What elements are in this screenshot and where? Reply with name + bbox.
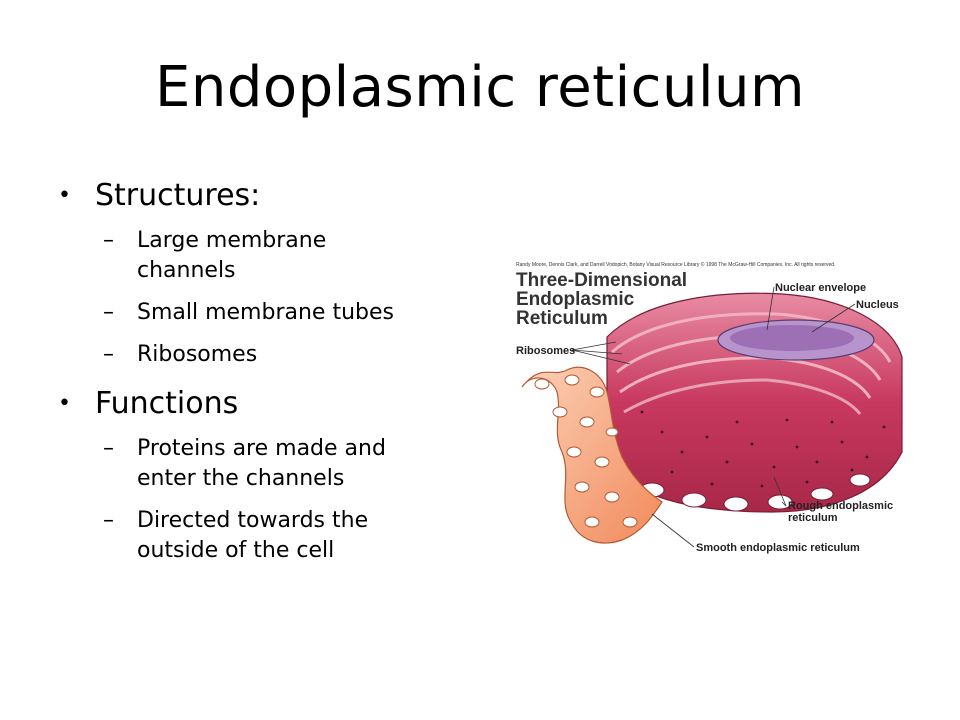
sub-bullet-dash: –: [103, 342, 114, 367]
section-functions: • Functions – Proteins are made and ente…: [58, 384, 458, 566]
figure-title-line: Reticulum: [516, 308, 608, 329]
sub-bullet-line: outside of the cell: [137, 538, 335, 563]
leader-lines: [571, 286, 856, 548]
bullet-dot: •: [58, 183, 71, 208]
label-rough-er-line: Rough endoplasmic: [788, 500, 894, 512]
figure-title: Three-Dimensional Endoplasmic Reticulum: [516, 271, 756, 328]
sub-bullet-line: Proteins are made and: [137, 436, 386, 461]
sub-bullet-line: enter the channels: [137, 466, 345, 491]
bullet-heading: Structures:: [95, 178, 261, 213]
er-diagram-figure: Randy Moore, Dennis Clark, and Darrell V…: [512, 262, 908, 562]
bullet-structures: • Structures:: [58, 176, 458, 216]
label-rough-er-line: reticulum: [788, 512, 838, 524]
slide-title: Endoplasmic reticulum: [154, 55, 806, 120]
label-smooth-er: Smooth endoplasmic reticulum: [696, 542, 860, 554]
label-nuclear-envelope: Nuclear envelope: [775, 282, 867, 294]
sub-bullet-dash: –: [103, 300, 114, 325]
sub-bullet-line: Large membrane: [137, 228, 327, 253]
sub-bullet-dash: –: [103, 436, 114, 461]
sub-bullet-line: Small membrane tubes: [137, 300, 394, 325]
smooth-er: [521, 366, 663, 544]
er-illustration: [521, 286, 903, 548]
sub-bullet-line: Directed towards the: [137, 508, 369, 533]
figure-credit: Randy Moore, Dennis Clark, and Darrell V…: [516, 262, 836, 268]
bullet-heading: Functions: [95, 386, 239, 421]
figure-title-line: Endoplasmic: [516, 289, 635, 310]
sub-bullet-line: Ribosomes: [137, 342, 258, 367]
sub-bullet: – Small membrane tubes: [58, 298, 458, 328]
bullet-dot: •: [58, 391, 71, 416]
sub-bullet: – Proteins are made and enter the channe…: [58, 434, 458, 494]
label-rough-er: Rough endoplasmic reticulum: [788, 500, 893, 524]
sub-bullet-dash: –: [103, 228, 114, 253]
bullet-list: • Structures: – Large membrane channels …: [58, 176, 458, 580]
sub-bullet: – Directed towards the outside of the ce…: [58, 506, 458, 566]
label-ribosomes: Ribosomes: [516, 345, 576, 357]
label-nucleus: Nucleus: [856, 299, 899, 311]
sub-bullet: – Large membrane channels: [58, 226, 458, 286]
sub-bullet-line: channels: [137, 258, 236, 283]
section-structures: • Structures: – Large membrane channels …: [58, 176, 458, 370]
bullet-functions: • Functions: [58, 384, 458, 424]
sub-bullet-dash: –: [103, 508, 114, 533]
figure-title-line: Three-Dimensional: [516, 270, 688, 291]
sub-bullet: – Ribosomes: [58, 340, 458, 370]
nucleus: [717, 319, 875, 361]
